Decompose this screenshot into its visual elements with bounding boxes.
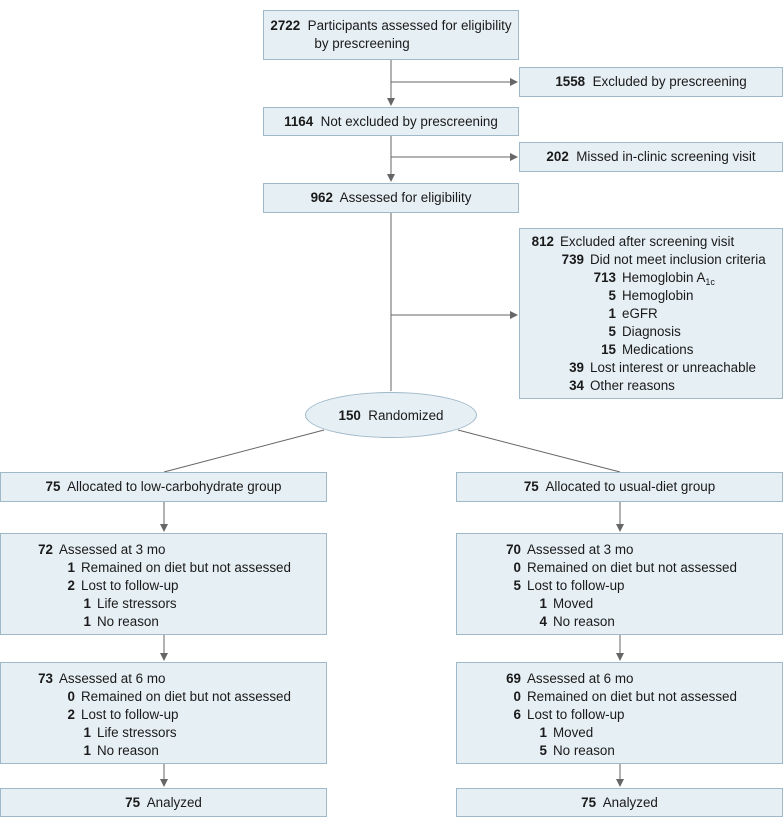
label: Assessed at 6 mo: [59, 671, 166, 686]
label: Assessed at 3 mo: [527, 542, 634, 557]
count: 6: [513, 707, 521, 722]
label: Remained on diet but not assessed: [527, 689, 737, 704]
line-randomized-right: [457, 429, 621, 473]
box-right-allocated: 75 Allocated to usual-diet group: [456, 472, 783, 502]
count: 0: [513, 689, 521, 704]
count: 962: [310, 190, 333, 205]
label: Remained on diet but not assessed: [527, 560, 737, 575]
box-left-analyzed: 75 Analyzed: [0, 788, 327, 817]
label: Lost to follow-up: [81, 707, 179, 722]
label: Moved: [553, 596, 594, 611]
count: 1: [539, 725, 547, 740]
line-randomized-left: [163, 429, 325, 473]
count: 5: [513, 578, 521, 593]
count: 2: [67, 707, 75, 722]
oval-randomized: 150 Randomized: [305, 392, 477, 438]
label: Allocated to usual-diet group: [545, 479, 716, 494]
label: No reason: [553, 743, 615, 758]
count: 4: [539, 614, 547, 629]
box-right-6mo: 69 Assessed at 6 mo 0 Remained on diet but…: [456, 662, 783, 764]
count: 150: [338, 407, 361, 423]
box-not-excluded: 1164 Not excluded by prescreening: [263, 107, 519, 136]
box-left-3mo: 72 Assessed at 3 mo 1 Remained on diet but…: [0, 533, 327, 635]
count: 75: [523, 479, 539, 494]
count: 0: [513, 560, 521, 575]
count: 75: [581, 794, 597, 810]
label: Lost to follow-up: [81, 578, 179, 593]
count: 75: [45, 479, 61, 494]
box-left-allocated: 75 Allocated to low-carbohydrate group: [0, 472, 327, 502]
label: Remained on diet but not assessed: [81, 560, 291, 575]
label: Not excluded by prescreening: [320, 113, 498, 129]
count: 72: [38, 542, 53, 557]
label-subscript: 1c: [705, 277, 715, 287]
label: Life stressors: [97, 596, 177, 611]
count: 2: [67, 578, 75, 593]
label: Analyzed: [146, 794, 202, 810]
box-excluded-after-screening: 812 Excluded after screening visit 739 Did…: [519, 228, 783, 399]
label: Medications: [622, 342, 694, 357]
count: 39: [569, 360, 584, 375]
count: 739: [561, 252, 584, 267]
label: Analyzed: [602, 794, 658, 810]
label: Life stressors: [97, 725, 177, 740]
box-right-3mo: 70 Assessed at 3 mo 0 Remained on diet but…: [456, 533, 783, 635]
count: 2722: [270, 18, 301, 33]
count: 70: [506, 542, 521, 557]
count: 75: [125, 794, 141, 810]
label: Hemoglobin: [622, 288, 694, 303]
label: Randomized: [368, 407, 444, 423]
count: 15: [601, 342, 616, 357]
label: Assessed at 6 mo: [527, 671, 634, 686]
count: 73: [38, 671, 53, 686]
box-excluded-prescreening: 1558 Excluded by prescreening: [519, 67, 783, 97]
count: 1558: [555, 74, 586, 89]
label: Remained on diet but not assessed: [81, 689, 291, 704]
count: 1: [539, 596, 547, 611]
count: 5: [608, 324, 616, 339]
label: Did not meet inclusion criteria: [590, 252, 766, 267]
label: No reason: [97, 614, 159, 629]
label: Lost to follow-up: [527, 707, 625, 722]
box-assessed-eligibility: 962 Assessed for eligibility: [263, 183, 519, 213]
box-left-6mo: 73 Assessed at 6 mo 0 Remained on diet but…: [0, 662, 327, 764]
label: Participants assessed for eligibility: [307, 18, 512, 33]
count: 812: [531, 234, 554, 249]
label: Excluded after screening visit: [560, 234, 735, 249]
label: Assessed for eligibility: [339, 190, 472, 205]
count: 1: [83, 743, 91, 758]
count: 69: [506, 671, 521, 686]
label: Lost interest or unreachable: [590, 360, 756, 375]
count: 5: [539, 743, 547, 758]
label: Allocated to low-carbohydrate group: [67, 479, 282, 494]
label: eGFR: [622, 306, 658, 321]
box-missed-visit: 202 Missed in-clinic screening visit: [519, 142, 783, 172]
count: 713: [593, 270, 616, 285]
count: 1: [67, 560, 75, 575]
count: 202: [546, 149, 569, 164]
label: Missed in-clinic screening visit: [576, 149, 756, 164]
box-right-analyzed: 75 Analyzed: [456, 788, 783, 817]
count: 0: [67, 689, 75, 704]
box-assessed-prescreening: 2722 Participants assessed for eligibili…: [263, 10, 519, 60]
label: No reason: [553, 614, 615, 629]
count: 1: [608, 306, 616, 321]
count: 34: [569, 378, 584, 393]
label: No reason: [97, 743, 159, 758]
count: 1: [83, 725, 91, 740]
label: Lost to follow-up: [527, 578, 625, 593]
count: 1: [83, 614, 91, 629]
label: Hemoglobin A: [622, 270, 706, 285]
label: Assessed at 3 mo: [59, 542, 166, 557]
count: 5: [608, 288, 616, 303]
count: 1164: [284, 113, 314, 129]
label: Excluded by prescreening: [592, 74, 747, 89]
label: Diagnosis: [622, 324, 681, 339]
label: Moved: [553, 725, 594, 740]
label-line-2: by prescreening: [314, 36, 410, 51]
count: 1: [83, 596, 91, 611]
label: Other reasons: [590, 378, 675, 393]
